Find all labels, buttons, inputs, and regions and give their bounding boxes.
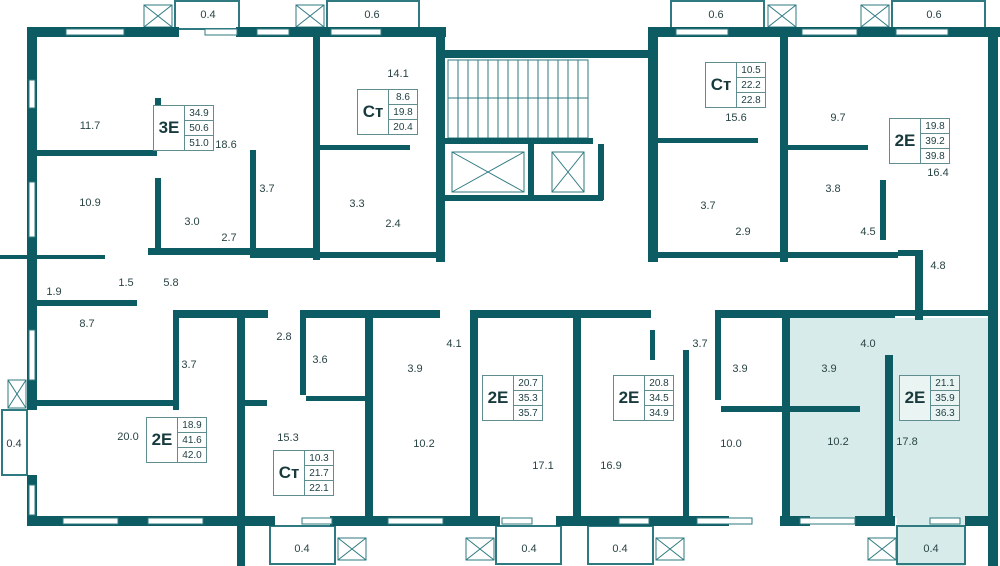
room-area: 3.8 (825, 183, 841, 195)
apartment-type: 2Е (900, 376, 931, 420)
room-area: 1.9 (46, 286, 62, 298)
apartment-type: Ст (358, 90, 389, 134)
apartment-type: 2Е (483, 376, 514, 420)
room-area: 4.1 (446, 338, 462, 350)
windows (28, 28, 961, 525)
living-area: 10.5 (737, 63, 765, 78)
balcony-area: 0.6 (708, 9, 724, 21)
total-area-with-balcony: 22.1 (309, 482, 329, 494)
room-area: 10.2 (827, 436, 849, 448)
room-area: 3.0 (184, 216, 200, 228)
balcony-area: 0.4 (923, 543, 939, 555)
room-area: 2.7 (221, 232, 237, 244)
total-area: 35.9 (931, 391, 959, 406)
living-area: 20.8 (645, 376, 673, 391)
apartment-type: Ст (706, 63, 737, 107)
balcony-area: 0.4 (294, 543, 310, 555)
elevator-icon (551, 151, 585, 193)
room-area: 8.7 (79, 318, 95, 330)
total-area-with-balcony: 34.9 (649, 407, 669, 419)
room-area: 15.3 (277, 432, 299, 444)
elevator-icon (451, 151, 525, 193)
apartment-type: 3Е (154, 106, 185, 150)
room-area: 3.7 (259, 183, 275, 195)
balcony-area: 0.4 (521, 543, 537, 555)
balcony-area: 0.4 (6, 438, 22, 450)
total-area-with-balcony: 22.8 (741, 94, 761, 106)
total-area: 35.3 (514, 391, 542, 406)
balcony-area: 0.6 (926, 9, 942, 21)
room-area: 2.9 (735, 226, 751, 238)
room-area: 16.9 (600, 460, 622, 472)
living-area: 8.6 (389, 90, 417, 105)
room-area: 14.1 (387, 68, 409, 80)
vent-shafts (7, 4, 897, 561)
room-area: 4.0 (860, 338, 876, 350)
room-area: 4.8 (930, 260, 946, 272)
apartment-type: 2Е (614, 376, 645, 420)
total-area-with-balcony: 39.8 (925, 150, 945, 162)
room-area: 11.7 (79, 120, 101, 132)
living-area: 18.9 (178, 418, 206, 433)
room-area: 16.4 (927, 167, 949, 179)
room-area: 3.9 (821, 363, 837, 375)
room-area: 2.4 (385, 218, 401, 230)
room-area: 17.1 (532, 460, 554, 472)
room-area: 10.2 (413, 438, 435, 450)
balcony-area: 0.4 (200, 9, 216, 21)
living-area: 21.1 (931, 376, 959, 391)
room-area: 9.7 (830, 112, 846, 124)
room-area: 5.8 (163, 277, 179, 289)
living-area: 19.8 (921, 119, 949, 134)
room-area: 3.7 (700, 200, 716, 212)
total-area-with-balcony: 51.0 (189, 137, 209, 149)
total-area: 22.2 (737, 78, 765, 93)
balcony-area: 0.4 (612, 543, 628, 555)
total-area: 41.6 (178, 433, 206, 448)
room-area: 4.5 (860, 226, 876, 238)
total-area: 21.7 (305, 466, 333, 481)
room-area: 10.9 (79, 197, 101, 209)
apartment-type: Ст (274, 451, 305, 495)
room-area: 3.9 (732, 363, 748, 375)
total-area-with-balcony: 42.0 (182, 449, 202, 461)
apartment-type: 2Е (890, 119, 921, 163)
total-area-with-balcony: 35.7 (518, 407, 538, 419)
total-area: 19.8 (389, 105, 417, 120)
living-area: 34.9 (185, 106, 213, 121)
room-area: 10.0 (720, 438, 742, 450)
balcony-area: 0.6 (364, 9, 380, 21)
apartment-type: 2Е (147, 418, 178, 462)
room-area: 3.7 (181, 359, 197, 371)
total-area: 34.5 (645, 391, 673, 406)
room-area: 17.8 (896, 436, 918, 448)
room-area: 3.3 (349, 198, 365, 210)
room-area: 1.5 (118, 277, 134, 289)
living-area: 20.7 (514, 376, 542, 391)
room-area: 18.6 (215, 139, 237, 151)
room-area: 3.7 (692, 338, 708, 350)
room-area: 3.6 (312, 354, 328, 366)
total-area-with-balcony: 20.4 (393, 121, 413, 133)
total-area: 39.2 (921, 134, 949, 149)
living-area: 10.3 (305, 451, 333, 466)
room-area: 3.9 (407, 363, 423, 375)
room-area: 20.0 (117, 431, 139, 443)
room-area: 2.8 (276, 331, 292, 343)
room-area: 15.6 (725, 112, 747, 124)
total-area: 50.6 (185, 121, 213, 136)
stair-core (447, 59, 589, 193)
total-area-with-balcony: 36.3 (935, 407, 955, 419)
